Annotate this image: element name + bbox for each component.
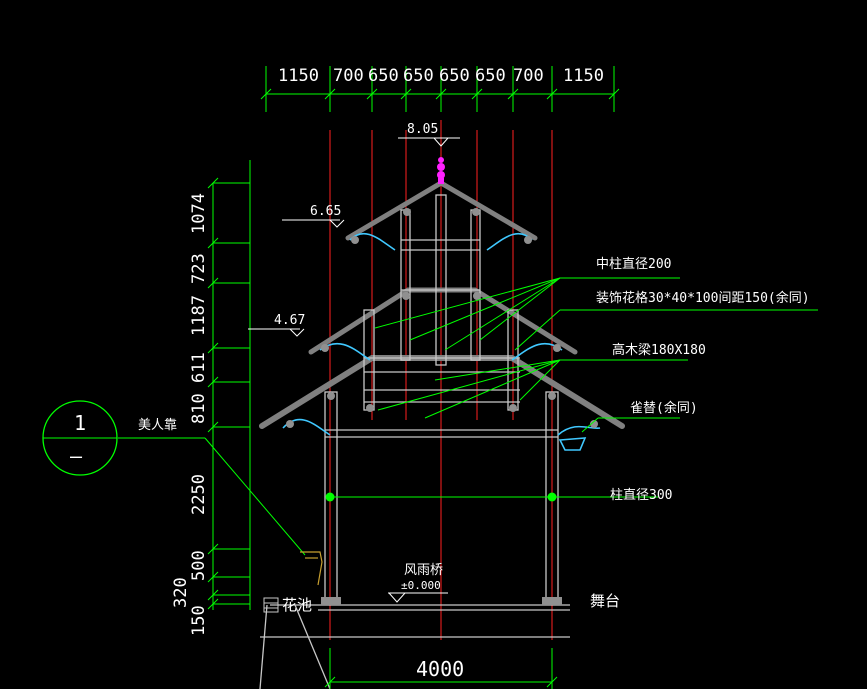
column-bases <box>321 597 562 605</box>
structure <box>259 194 570 689</box>
left-dimension-texts: 1074 723 1187 611 810 2250 500 320 150 <box>171 193 209 636</box>
dim-top-2: 700 <box>333 66 364 86</box>
label-beam: 高木梁180X180 <box>612 342 706 358</box>
dim-left-1: 1074 <box>189 193 209 234</box>
dim-top-4: 650 <box>403 66 434 86</box>
top-dimension-tick <box>608 88 620 100</box>
joint-nodes <box>286 208 598 428</box>
axis-lines <box>329 120 553 640</box>
elevation-6-65: 6.65 <box>310 204 341 219</box>
finial <box>437 157 445 184</box>
leader-lines <box>118 277 818 556</box>
label-column-diameter: 柱直径300 <box>610 488 672 503</box>
dim-left-9: 150 <box>189 605 209 636</box>
dim-left-5: 810 <box>189 393 209 424</box>
column-marker-left <box>325 492 335 502</box>
label-bracket: 雀替(余同) <box>630 400 698 416</box>
elevation-8-05: 8.05 <box>407 122 438 137</box>
top-dimension-tick <box>400 88 412 100</box>
dim-bottom: 4000 <box>416 657 464 681</box>
left-dimension-chain <box>207 160 251 610</box>
dim-top-1: 1150 <box>278 66 319 86</box>
elevation-4-67: 4.67 <box>274 313 305 328</box>
planter <box>263 597 279 613</box>
top-dimension-tick <box>324 88 336 100</box>
column-marker-right <box>547 492 557 502</box>
dim-left-8: 320 <box>171 577 191 608</box>
label-floor-elevation: ±0.000 <box>401 579 441 592</box>
top-dimension-tick <box>471 88 483 100</box>
dim-top-6: 650 <box>475 66 506 86</box>
floor-elevation-marker <box>388 592 448 603</box>
top-dimension-tick <box>507 88 519 100</box>
bench <box>300 551 323 586</box>
top-dimension-tick <box>546 88 558 100</box>
label-stage: 舞台 <box>590 592 620 610</box>
elevation-markers <box>248 137 460 337</box>
top-dimension-tick <box>260 88 272 100</box>
label-planter: 花池 <box>282 596 312 614</box>
bottom-dimension <box>324 648 558 689</box>
dim-top-5: 650 <box>439 66 470 86</box>
middle-roof <box>308 287 578 355</box>
top-dimension-texts: 1150 700 650 650 650 650 700 1150 <box>278 66 604 86</box>
label-lattice: 装饰花格30*40*100间距150(余同) <box>596 290 810 306</box>
dim-left-4: 611 <box>189 352 209 383</box>
dim-top-3: 650 <box>368 66 399 86</box>
dim-top-8: 1150 <box>563 66 604 86</box>
top-dimension-tick <box>366 88 378 100</box>
dim-left-2: 723 <box>189 253 209 284</box>
section-number: 1 <box>74 411 86 435</box>
section-marker: 1 — <box>42 400 118 476</box>
top-dimension-tick <box>435 88 447 100</box>
dim-left-3: 1187 <box>189 295 209 336</box>
dim-top-7: 700 <box>513 66 544 86</box>
dim-left-6: 2250 <box>189 474 209 515</box>
label-bench: 美人靠 <box>138 418 177 433</box>
label-center-column: 中柱直径200 <box>596 257 671 272</box>
section-sheet: — <box>70 444 83 468</box>
top-dimension-chain <box>260 66 620 112</box>
label-bridge-name: 风雨桥 <box>404 563 443 578</box>
dim-left-7: 500 <box>189 550 209 581</box>
